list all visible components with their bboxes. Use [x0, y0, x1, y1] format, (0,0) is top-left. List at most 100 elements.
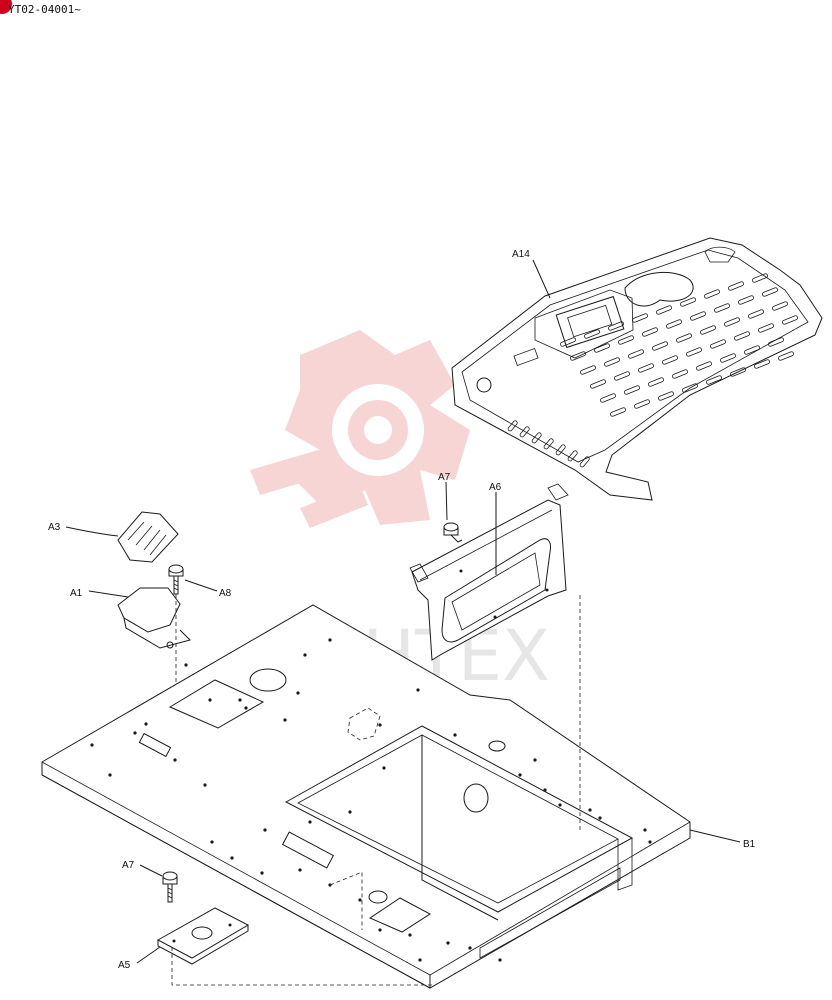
cover-slot — [580, 365, 596, 375]
a14-slot-pattern — [507, 273, 798, 468]
cover-slot — [778, 351, 794, 361]
bolt-hole — [208, 698, 212, 702]
part-a7-bolt-top — [443, 522, 463, 543]
cover-slot — [772, 301, 788, 311]
cover-slot — [710, 339, 726, 349]
cover-slot — [682, 383, 698, 393]
bolt-hole — [238, 698, 242, 702]
cover-slot — [658, 391, 674, 401]
cover-slot — [560, 337, 576, 347]
cover-slot — [662, 355, 678, 365]
cover-slot — [734, 331, 750, 341]
cover-slot — [768, 337, 784, 347]
serial-number: YT02-04001~ — [8, 3, 81, 16]
part-a1-pedal — [117, 587, 191, 649]
cover-slot — [610, 407, 626, 417]
bolt-hole — [308, 820, 312, 824]
bolt-hole — [328, 638, 332, 642]
part-a5-plate — [156, 907, 250, 965]
cover-slot — [579, 456, 590, 468]
bolt-hole — [348, 810, 352, 814]
part-a8-bolt — [168, 564, 184, 595]
bolt-hole — [588, 808, 592, 812]
cover-slot — [676, 333, 692, 343]
cover-slot — [762, 287, 778, 297]
cover-slot — [720, 353, 736, 363]
bolt-hole — [378, 723, 382, 727]
cover-slot — [570, 351, 586, 361]
cover-slot — [590, 379, 606, 389]
bolt-hole — [378, 928, 382, 932]
cover-slot — [738, 295, 754, 305]
cover-slot — [700, 325, 716, 335]
cover-slot — [543, 438, 554, 450]
cover-slot — [507, 420, 518, 432]
bolt-hole — [108, 773, 112, 777]
cover-slot — [618, 335, 634, 345]
cover-slot — [584, 329, 600, 339]
part-a6-bracket — [409, 483, 569, 661]
bolt-hole — [144, 722, 148, 726]
bolt-hole — [518, 773, 522, 777]
bolt-hole — [382, 766, 386, 770]
bolt-hole — [173, 758, 177, 762]
cover-slot — [652, 341, 668, 351]
watermark-gear — [250, 330, 470, 528]
bolt-hole — [598, 816, 602, 820]
cover-slot — [730, 367, 746, 377]
cover-slot — [704, 289, 720, 299]
label-a14: A14 — [512, 249, 530, 260]
label-a3: A3 — [48, 522, 61, 533]
bolt-hole — [533, 758, 537, 762]
part-b1-floor-plate — [41, 595, 691, 989]
label-b1: B1 — [743, 839, 756, 850]
bolt-hole — [296, 691, 300, 695]
label-a7-bottom: A7 — [122, 860, 135, 871]
cover-slot — [519, 426, 530, 438]
bolt-hole — [328, 883, 332, 887]
bolt-hole — [468, 946, 472, 950]
cover-slot — [567, 450, 578, 462]
cover-slot — [614, 371, 630, 381]
bolt-hole — [244, 706, 248, 710]
cover-slot — [680, 297, 696, 307]
label-a5: A5 — [118, 960, 131, 971]
cover-slot — [594, 343, 610, 353]
bolt-hole — [263, 828, 267, 832]
leader-lines — [65, 259, 741, 964]
bolt-hole — [418, 958, 422, 962]
part-a7-bolt-bottom — [162, 871, 178, 903]
bolt-hole — [358, 898, 362, 902]
cover-slot — [624, 385, 640, 395]
bolt-hole — [416, 688, 420, 692]
cover-slot — [748, 309, 764, 319]
part-a3-pad — [117, 511, 179, 563]
cover-slot — [600, 393, 616, 403]
cover-slot — [690, 311, 706, 321]
cover-slot — [638, 363, 654, 373]
bolt-hole — [498, 958, 502, 962]
cover-slot — [752, 273, 768, 283]
bolt-hole — [408, 933, 412, 937]
bolt-hole — [453, 733, 457, 737]
cover-slot — [604, 357, 620, 367]
bolt-hole — [90, 743, 94, 747]
bolt-hole — [283, 718, 287, 722]
cover-slot — [648, 377, 664, 387]
label-a1: A1 — [70, 588, 83, 599]
bolt-hole — [558, 803, 562, 807]
bolt-hole — [543, 788, 547, 792]
bolt-hole — [298, 868, 302, 872]
bolt-hole — [648, 840, 652, 844]
bolt-hole — [230, 856, 234, 860]
bolt-hole — [133, 731, 137, 735]
cover-slot — [531, 432, 542, 444]
cover-slot — [724, 317, 740, 327]
cover-slot — [628, 349, 644, 359]
cover-slot — [656, 305, 672, 315]
bolt-hole — [210, 840, 214, 844]
cover-slot — [632, 313, 648, 323]
cover-slot — [634, 399, 650, 409]
cover-slot — [555, 444, 566, 456]
